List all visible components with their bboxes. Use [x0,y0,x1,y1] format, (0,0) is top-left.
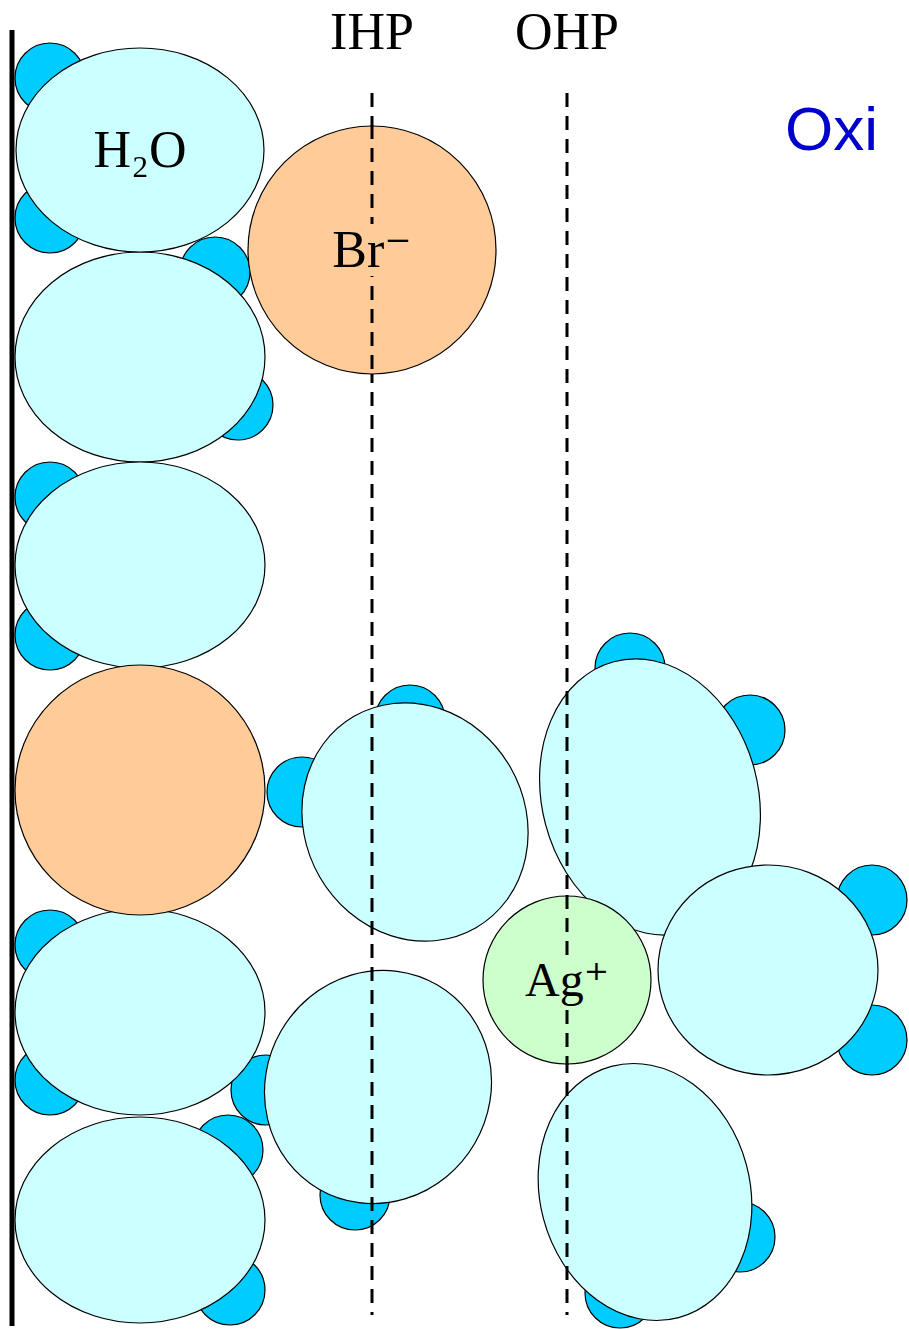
plane-label: OHP [515,6,619,58]
silver-ion: Ag⁺ [482,895,652,1065]
hydrogen-atoms [15,43,907,1328]
node-text: Br⁻ [330,224,413,276]
adsorbed-bromide [15,665,265,915]
electrode-line [10,30,15,1326]
region-label: Oxi [785,98,878,160]
water-molecules [15,252,878,1329]
node-text: H₂O [91,124,188,176]
node-text: Ag⁺ [523,956,611,1004]
plane-label: IHP [330,6,414,58]
water-molecule: H₂O [15,47,265,253]
bromide-ion: Br⁻ [247,125,497,375]
